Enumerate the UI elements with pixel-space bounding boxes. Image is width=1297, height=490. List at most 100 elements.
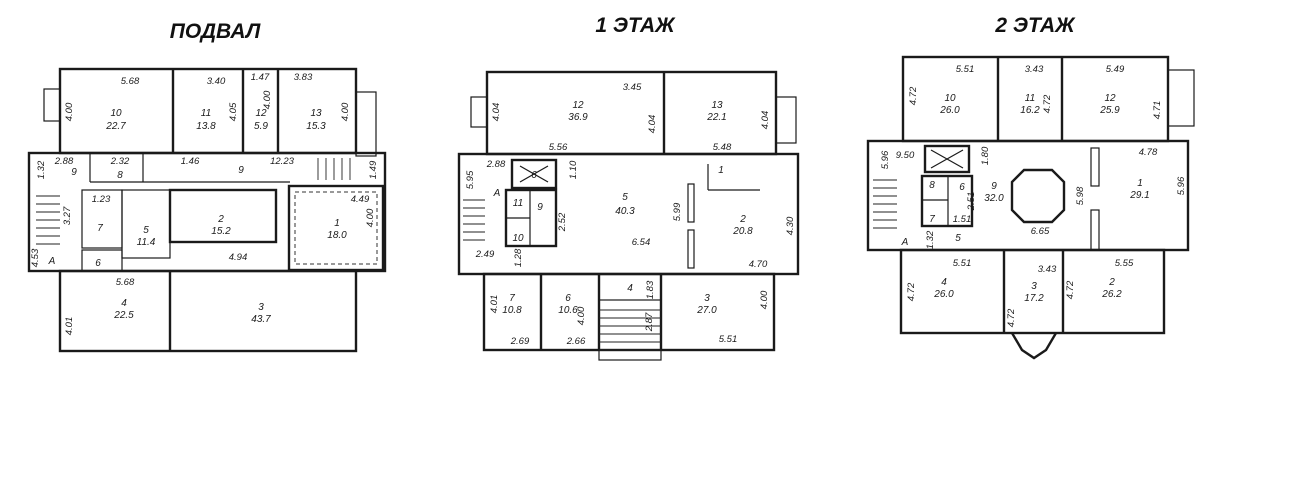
floor2-room-number: 11: [1025, 93, 1035, 104]
floor2-dimension: 5.51: [956, 64, 975, 75]
floor2-room-number: 4: [941, 277, 947, 288]
basement-dimension: 3.27: [62, 206, 73, 225]
basement-dimension: 4.00: [340, 102, 351, 121]
floor1-dimension: 5.56: [549, 142, 568, 153]
basement-room-area: 15.3: [306, 121, 326, 132]
floor1-right-window-well: [775, 96, 797, 144]
floor1-room-area: 27.0: [696, 305, 717, 316]
floor2-lower-block-wall: [899, 248, 1166, 335]
floor1-dimension: 4.04: [647, 115, 658, 134]
floor2-room-number: 2: [1108, 277, 1115, 288]
basement-dimension: 3.83: [294, 72, 313, 83]
basement-dimension: 4.94: [229, 252, 248, 263]
floor2-room-area: 26.0: [939, 105, 960, 116]
floor2-dimension: 1.32: [925, 230, 936, 249]
floor1-room-area: 10.8: [502, 305, 522, 316]
basement-room-area: 22.7: [105, 121, 126, 132]
basement-room-6-wall: [81, 249, 123, 272]
floor1-room-area: 40.3: [615, 206, 635, 217]
floor1-dimension: 2.69: [510, 336, 530, 347]
floor1-dimension: 5.99: [672, 202, 683, 221]
floor2-bay-window: [1010, 332, 1058, 360]
floor1-dimension: 2.87: [644, 312, 655, 332]
floor1-room-number: 6: [565, 293, 571, 304]
floor2-cross: [930, 149, 964, 169]
basement-dimension: 1.49: [368, 160, 379, 179]
floor1-dimension: 2.52: [557, 212, 568, 232]
floor1-cross: [519, 165, 549, 183]
basement-room-area: 11.4: [137, 237, 156, 248]
basement-dimension: 1.47: [251, 72, 270, 83]
floor1-room-area: 36.9: [568, 112, 588, 123]
basement-stair: [36, 195, 60, 245]
basement-dimension: 4.53: [30, 248, 41, 267]
floor1-section-marker: А: [493, 188, 501, 199]
basement-right-stair: [317, 158, 351, 180]
floor1-dimension: 4.00: [759, 290, 770, 309]
basement-dimension: 4.49: [351, 194, 370, 205]
basement-room-number: 12: [255, 108, 267, 119]
floor1-title: 1 ЭТАЖ: [595, 14, 675, 37]
basement-dimension: 3.40: [207, 76, 226, 87]
floor2-room-number: 6: [959, 182, 965, 193]
basement-title: ПОДВАЛ: [169, 20, 261, 43]
floor1-column: [687, 183, 695, 223]
floor2-dimension: 4.72: [1065, 280, 1076, 299]
floor2-column: [1090, 209, 1100, 251]
floor1-dimension: 2.49: [475, 249, 495, 260]
basement-dimension: 4.00: [365, 208, 376, 227]
floor2-dimension: 3.43: [1038, 264, 1057, 275]
basement-room-number: 7: [97, 223, 103, 234]
floor2-right-window-well: [1167, 69, 1195, 127]
floor1-room-number: 1: [718, 165, 724, 176]
floor2-dimension: 5.96: [1176, 176, 1187, 195]
basement-dimension: 5.68: [121, 76, 140, 87]
basement-dimension: 1.23: [92, 194, 111, 205]
floor2-wet-core-wall: [920, 174, 974, 228]
floor1-dimension: 3.45: [623, 82, 642, 93]
floor1-room-number: 9: [537, 202, 543, 213]
basement-dimension: 4.01: [64, 317, 75, 336]
floor1-left-window-well: [470, 96, 488, 128]
basement-room-number: 10: [110, 108, 122, 119]
floor2-dimension: 4.72: [908, 86, 919, 105]
basement-left-window-well: [43, 88, 61, 122]
floor1-dimension: 4.30: [785, 216, 796, 235]
floor1-dimension: 4.70: [749, 259, 768, 270]
floor1-stair: [463, 199, 485, 241]
floor1-room-area: 20.8: [732, 226, 753, 237]
floor2-dimension: 4.72: [906, 282, 917, 301]
floor1-dimension: 1.10: [568, 160, 579, 179]
floor1-room-number: 6: [531, 170, 537, 181]
floor2-room-area: 26.2: [1101, 289, 1122, 300]
basement-dimension: 12.23: [270, 156, 294, 167]
floor2-room-number: 5: [955, 233, 961, 244]
floor2-room-area: 29.1: [1129, 190, 1149, 201]
basement-dimension: 4.00: [64, 102, 75, 121]
floor2-room-number: 10: [944, 93, 956, 104]
floor2-room-area: 32.0: [984, 193, 1004, 204]
floor2-dimension: 5.51: [953, 258, 972, 269]
floor1-dimension: 1.83: [645, 280, 656, 299]
floor2-dimension: 4.71: [1152, 101, 1163, 120]
floor1-dimension: 2.88: [486, 159, 506, 170]
floor1-room-area: 10.6: [558, 305, 578, 316]
floor2-dimension: 3.43: [1025, 64, 1044, 75]
floor1-dimension: 4.04: [491, 103, 502, 122]
floor1-dimension: 5.95: [465, 170, 476, 189]
floor2-dimension: 5.49: [1106, 64, 1125, 75]
floor2-stair: [873, 179, 897, 229]
floor2-dimension: 5.55: [1115, 258, 1134, 269]
floor2-dimension: 2.51: [966, 192, 977, 212]
floor2-plan: 10 26.0 11 16.2 12 25.9 6 9 32.0 1 29.1 …: [866, 55, 1195, 360]
floor2-dimension: 1.51: [953, 214, 972, 225]
basement-lower-block-wall: [58, 269, 358, 353]
floor1-dimension: 5.51: [719, 334, 738, 345]
floor2-dimension: 6.65: [1031, 226, 1050, 237]
floor1-room-number: 10: [512, 233, 524, 244]
floor1-dimension: 4.04: [760, 111, 771, 130]
floor1-room-number: 13: [711, 100, 723, 111]
floor1-room-number: 5: [622, 192, 628, 203]
floor1-room-number: 2: [739, 214, 746, 225]
floor2-dimension: 1.80: [980, 146, 991, 165]
